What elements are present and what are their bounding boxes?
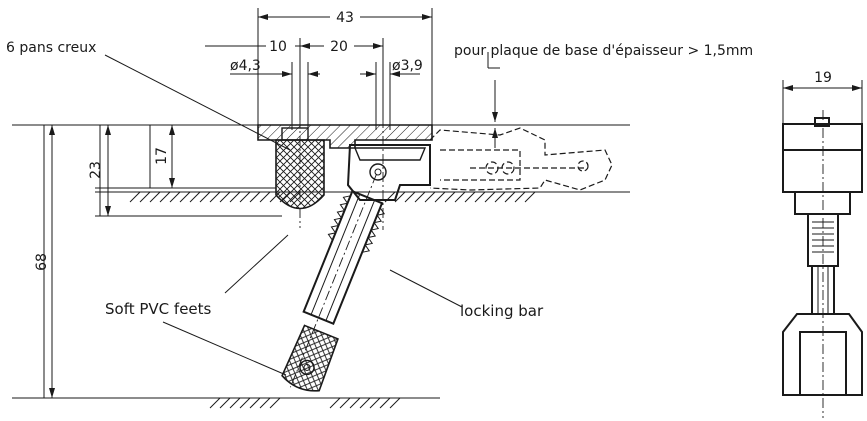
dimension-17-label: 17 bbox=[154, 147, 170, 165]
callout-hex-socket: 6 pans creux bbox=[6, 40, 291, 151]
base-plate-note: pour plaque de base d'épaisseur > 1,5mm bbox=[454, 43, 753, 59]
folded-position-outline bbox=[429, 127, 613, 191]
callout-locking-bar: locking bar bbox=[389, 269, 544, 320]
dimension-68-label: 68 bbox=[34, 253, 50, 271]
callout-base-plate: pour plaque de base d'épaisseur > 1,5mm bbox=[454, 43, 753, 148]
pvc-feet-label: Soft PVC feets bbox=[105, 300, 212, 318]
rigid-foot bbox=[275, 100, 325, 228]
dimension-19-label: 19 bbox=[814, 70, 832, 86]
tilted-leg bbox=[289, 173, 386, 388]
dimension-verticals: 23 17 68 bbox=[34, 124, 282, 398]
diameter-left-label: ø4,3 bbox=[230, 58, 261, 74]
hex-socket-label: 6 pans creux bbox=[6, 40, 96, 56]
front-view: 43 10 20 bbox=[6, 8, 753, 409]
dimension-23-label: 23 bbox=[88, 161, 104, 179]
dimension-19: 19 bbox=[782, 70, 863, 124]
dimension-diameters: ø4,3 ø3,9 bbox=[230, 58, 423, 130]
upper-ground-hatch bbox=[129, 191, 536, 203]
side-view: 19 bbox=[782, 70, 863, 418]
dimension-43-label: 43 bbox=[336, 10, 354, 26]
lower-ground-hatch bbox=[209, 397, 401, 409]
pivot-foot bbox=[281, 324, 339, 392]
dimension-10-label: 10 bbox=[269, 39, 287, 55]
side-thread bbox=[812, 221, 834, 253]
dimension-43: 43 bbox=[257, 8, 433, 125]
callout-pvc-feet: Soft PVC feets bbox=[105, 234, 289, 376]
locking-bar-label: locking bar bbox=[460, 302, 544, 320]
dimension-20-label: 20 bbox=[330, 39, 348, 55]
diameter-right-label: ø3,9 bbox=[392, 58, 423, 74]
dimension-10-20: 10 20 bbox=[205, 37, 384, 120]
locking-housing bbox=[346, 100, 431, 230]
